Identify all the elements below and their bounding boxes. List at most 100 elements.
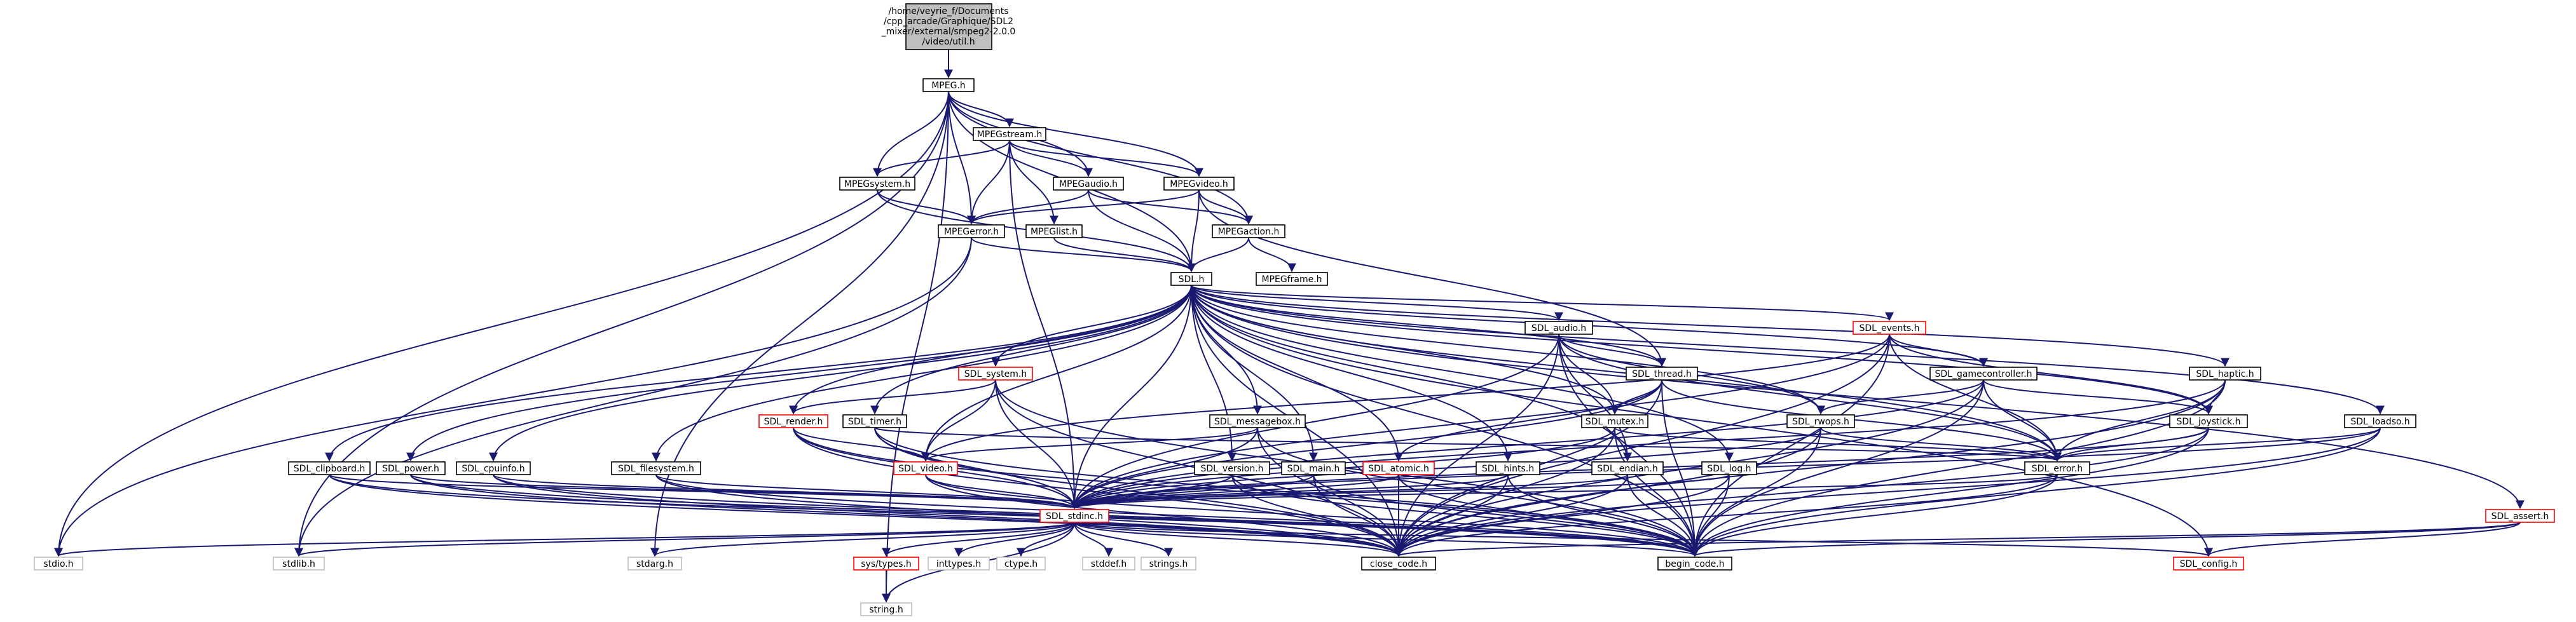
edge-sdl-to-sdl_rwops: [1191, 285, 1825, 415]
node-sdl-mutex-h[interactable]: SDL_mutex.h: [1581, 414, 1648, 428]
svg-text:SDL_hints.h: SDL_hints.h: [1482, 464, 1534, 474]
edge-sdl_loadso-to-sdl_error: [2053, 427, 2381, 462]
edge-mpegerror-to-sdl: [971, 237, 1196, 273]
node-strings-h[interactable]: strings.h: [1141, 557, 1196, 571]
svg-text:SDL_audio.h: SDL_audio.h: [1531, 323, 1586, 334]
edge-sdl-to-sdl_power: [406, 285, 1192, 462]
edge-mpegvideo-to-sdl: [1187, 189, 1200, 273]
svg-text:MPEGstream.h: MPEGstream.h: [977, 130, 1043, 140]
edge-sdl-to-sdl_timer: [870, 285, 1192, 415]
edge-sdl_hints-to-sdl_stdinc: [1070, 474, 1509, 510]
node-mpegaudio-h[interactable]: MPEGaudio.h: [1053, 177, 1124, 191]
node-mpegstream-h[interactable]: MPEGstream.h: [973, 127, 1046, 141]
node-stdarg-h[interactable]: stdarg.h: [627, 557, 682, 571]
edge-mpegstream-to-sdl_stdinc: [1009, 140, 1079, 510]
node-sdl-thread-h[interactable]: SDL_thread.h: [1626, 367, 1698, 381]
svg-text:SDL.h: SDL.h: [1179, 274, 1205, 285]
edge-sdl_gamecontroller-to-begin_code: [1690, 379, 1984, 557]
node-close-code-h[interactable]: close_code.h: [1361, 557, 1436, 571]
edge-sdl_assert-to-begin_code: [1690, 522, 2521, 557]
edge-sdl_loadso-to-begin_code: [1690, 427, 2381, 557]
edge-sdl_thread-to-begin_code: [1661, 379, 1699, 557]
edge-sdl_events-to-begin_code: [1690, 334, 1890, 557]
node-inttypes-h[interactable]: inttypes.h: [928, 557, 990, 571]
svg-text:SDL_main.h: SDL_main.h: [1287, 464, 1340, 474]
node-sdl-clipboard-h[interactable]: SDL_clipboard.h: [288, 461, 371, 475]
node-sdl-error-h[interactable]: SDL_error.h: [2024, 461, 2090, 475]
svg-text:SDL_version.h: SDL_version.h: [1200, 464, 1263, 474]
edge-mpegstream-to-mpegsystem: [873, 140, 1010, 177]
node-mpegerror-h[interactable]: MPEGerror.h: [938, 224, 1005, 238]
node-sdl-assert-h[interactable]: SDL_assert.h: [2485, 509, 2555, 523]
svg-text:MPEGerror.h: MPEGerror.h: [944, 227, 999, 237]
node-string-h[interactable]: string.h: [860, 602, 912, 616]
node-sdl-endian-h[interactable]: SDL_endian.h: [1591, 461, 1664, 475]
node-sdl-video-h[interactable]: SDL_video.h: [893, 461, 958, 475]
edge-sdl_thread-to-sdl_stdinc: [1070, 379, 1662, 510]
svg-text:MPEGaudio.h: MPEGaudio.h: [1059, 179, 1118, 189]
node-sdl-render-h[interactable]: SDL_render.h: [758, 414, 828, 428]
node-sdl-gamecontroller-h[interactable]: SDL_gamecontroller.h: [1929, 367, 2038, 381]
node-sdl-h[interactable]: SDL.h: [1170, 272, 1212, 286]
edge-sdl_stdinc-to-stddef: [1074, 522, 1113, 557]
node-stdlib-h[interactable]: stdlib.h: [273, 557, 325, 571]
node-stdio-h[interactable]: stdio.h: [34, 557, 83, 571]
edge-mpegaudio-to-mpegaction: [1088, 189, 1253, 225]
edge-sdl_timer-to-close_code: [874, 427, 1403, 557]
edge-sdl_system-to-sdl_video: [921, 379, 996, 462]
node-sdl-cpuinfo-h[interactable]: SDL_cpuinfo.h: [456, 461, 531, 475]
edge-sdl_messagebox-to-begin_code: [1257, 427, 1699, 557]
node-sdl-stdinc-h[interactable]: SDL_stdinc.h: [1039, 509, 1109, 523]
node-sdl-version-h[interactable]: SDL_version.h: [1194, 461, 1270, 475]
edge-sdl_assert-to-close_code: [1394, 522, 2521, 557]
node-mpegvideo-h[interactable]: MPEGvideo.h: [1163, 177, 1235, 191]
node-sdl-hints-h[interactable]: SDL_hints.h: [1476, 461, 1540, 475]
node-sdl-messagebox-h[interactable]: SDL_messagebox.h: [1209, 414, 1306, 428]
node-mpeg-h[interactable]: MPEG.h: [922, 78, 975, 92]
node-mpegframe-h[interactable]: MPEGframe.h: [1256, 272, 1328, 286]
node-sdl-main-h[interactable]: SDL_main.h: [1281, 461, 1346, 475]
edge-mpegaction-to-mpegframe: [1248, 237, 1296, 273]
edge-sdl_log-to-sdl_stdinc: [1070, 474, 1730, 510]
node-sdl-joystick-h[interactable]: SDL_joystick.h: [2169, 414, 2248, 428]
node-sdl-haptic-h[interactable]: SDL_haptic.h: [2189, 367, 2261, 381]
node-sdl-system-h[interactable]: SDL_system.h: [958, 367, 1033, 381]
edge-sdl_events-to-sdl_stdinc: [1070, 334, 1890, 510]
svg-text:MPEGaction.h: MPEGaction.h: [1218, 227, 1280, 237]
edge-sdl-to-sdl_clipboard: [325, 285, 1192, 462]
edge-mpeglist-to-sdl: [1053, 237, 1196, 273]
node-sys-types-h[interactable]: sys/types.h: [853, 557, 919, 571]
node-sdl-atomic-h[interactable]: SDL_atomic.h: [1362, 461, 1435, 475]
node-sdl-events-h[interactable]: SDL_events.h: [1853, 321, 1926, 335]
svg-text:SDL_thread.h: SDL_thread.h: [1632, 369, 1692, 379]
edge-sdl_assert-to-sdl_config: [2204, 522, 2521, 557]
node-ctype-h[interactable]: ctype.h: [996, 557, 1046, 571]
node-sdl-loadso-h[interactable]: SDL_loadso.h: [2344, 414, 2416, 428]
edge-sdl_endian-to-close_code: [1394, 474, 1628, 557]
node-mpeglist-h[interactable]: MPEGlist.h: [1025, 224, 1083, 238]
node-mpegaction-h[interactable]: MPEGaction.h: [1212, 224, 1285, 238]
root-label-line-1: /home/veyrie_f/Documents: [888, 6, 1008, 17]
edge-sdl_main-to-close_code: [1313, 474, 1403, 557]
edge-mpeg-to-mpegerror: [948, 91, 976, 225]
edge-sdl_mutex-to-sdl_error: [1614, 427, 2062, 462]
edge-layer: [54, 50, 2525, 603]
node-begin-code-h[interactable]: begin_code.h: [1657, 557, 1732, 571]
edge-mpegaudio-to-mpegerror: [967, 189, 1089, 225]
node-sdl-filesystem-h[interactable]: SDL_filesystem.h: [611, 461, 701, 475]
node-sdl-log-h[interactable]: SDL_log.h: [1701, 461, 1757, 475]
node-sdl-rwops-h[interactable]: SDL_rwops.h: [1786, 414, 1855, 428]
node-sdl-timer-h[interactable]: SDL_timer.h: [842, 414, 907, 428]
edge-sdl_video-to-begin_code: [925, 474, 1699, 557]
edge-sdl_audio-to-close_code: [1394, 334, 1559, 557]
node-mpegsystem-h[interactable]: MPEGsystem.h: [839, 177, 915, 191]
node-sdl-config-h[interactable]: SDL_config.h: [2173, 557, 2244, 571]
edge-sdl_audio-to-sdl_endian: [1558, 334, 1632, 462]
node-sdl-power-h[interactable]: SDL_power.h: [376, 461, 446, 475]
edge-sdl_stdinc-to-stdlib: [294, 522, 1075, 557]
node-sdl-audio-h[interactable]: SDL_audio.h: [1524, 321, 1593, 335]
edge-sdl_stdinc-to-stdio: [54, 522, 1075, 557]
node-stddef-h[interactable]: stddef.h: [1082, 557, 1135, 571]
root-file-node[interactable]: /home/veyrie_f/Documents /cpp_arcade/Gra…: [881, 3, 1016, 50]
edge-sdl_thread-to-sdl_error: [1661, 379, 2062, 462]
